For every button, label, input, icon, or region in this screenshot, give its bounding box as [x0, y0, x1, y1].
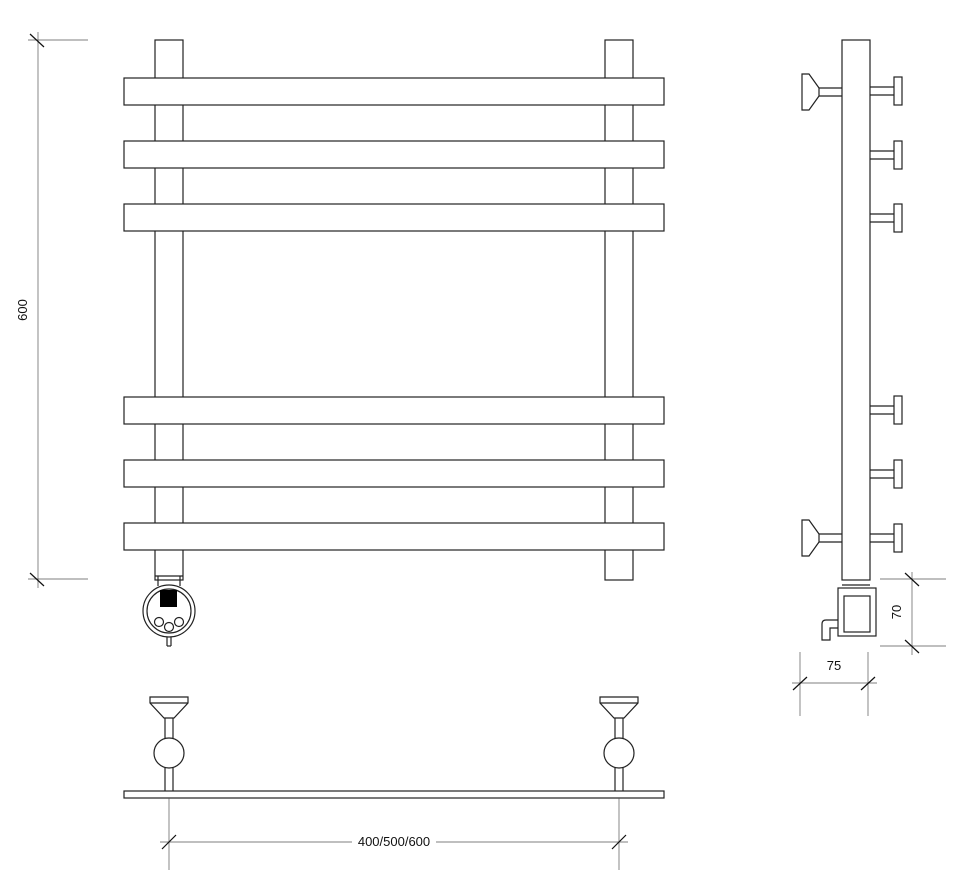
side-heating-element: [821, 584, 877, 641]
side-bar-6: [870, 523, 903, 553]
control-button-middle: [163, 621, 175, 633]
side-wall-bracket-top: [801, 73, 842, 111]
side-bar-4: [870, 395, 903, 425]
crossbar-1: [123, 77, 665, 106]
side-bar-3: [870, 203, 903, 233]
height-label: 600: [15, 299, 30, 321]
right-vertical-post: [604, 39, 634, 581]
crossbar-6: [123, 522, 665, 551]
top-bracket-right: [599, 696, 639, 791]
side-bar-2: [870, 140, 903, 170]
side-bar-5: [870, 459, 903, 489]
element-height-dimension: 70: [880, 572, 946, 655]
width-label: 400/500/600: [358, 834, 430, 849]
side-vertical-post: [841, 39, 871, 581]
depth-label: 75: [827, 658, 841, 673]
control-button-left: [153, 616, 165, 628]
top-view: 400/500/600: [123, 696, 665, 870]
width-dimension: 400/500/600: [160, 798, 628, 870]
top-bar: [123, 790, 665, 799]
side-wall-bracket-bottom: [801, 519, 842, 557]
height-dimension: 600: [15, 32, 88, 588]
side-bar-1: [870, 76, 903, 106]
top-bracket-left: [149, 696, 189, 791]
control-button-right: [173, 616, 185, 628]
side-view: 70 75: [792, 39, 946, 716]
crossbar-5: [123, 459, 665, 488]
crossbar-4: [123, 396, 665, 425]
heating-controller: [142, 575, 196, 647]
crossbar-2: [123, 140, 665, 169]
left-vertical-post: [154, 39, 184, 581]
crossbar-3: [123, 203, 665, 232]
element-height-label: 70: [889, 605, 904, 619]
front-view: 600: [15, 32, 665, 647]
depth-dimension: 75: [792, 652, 877, 716]
control-display-square: [160, 590, 177, 607]
